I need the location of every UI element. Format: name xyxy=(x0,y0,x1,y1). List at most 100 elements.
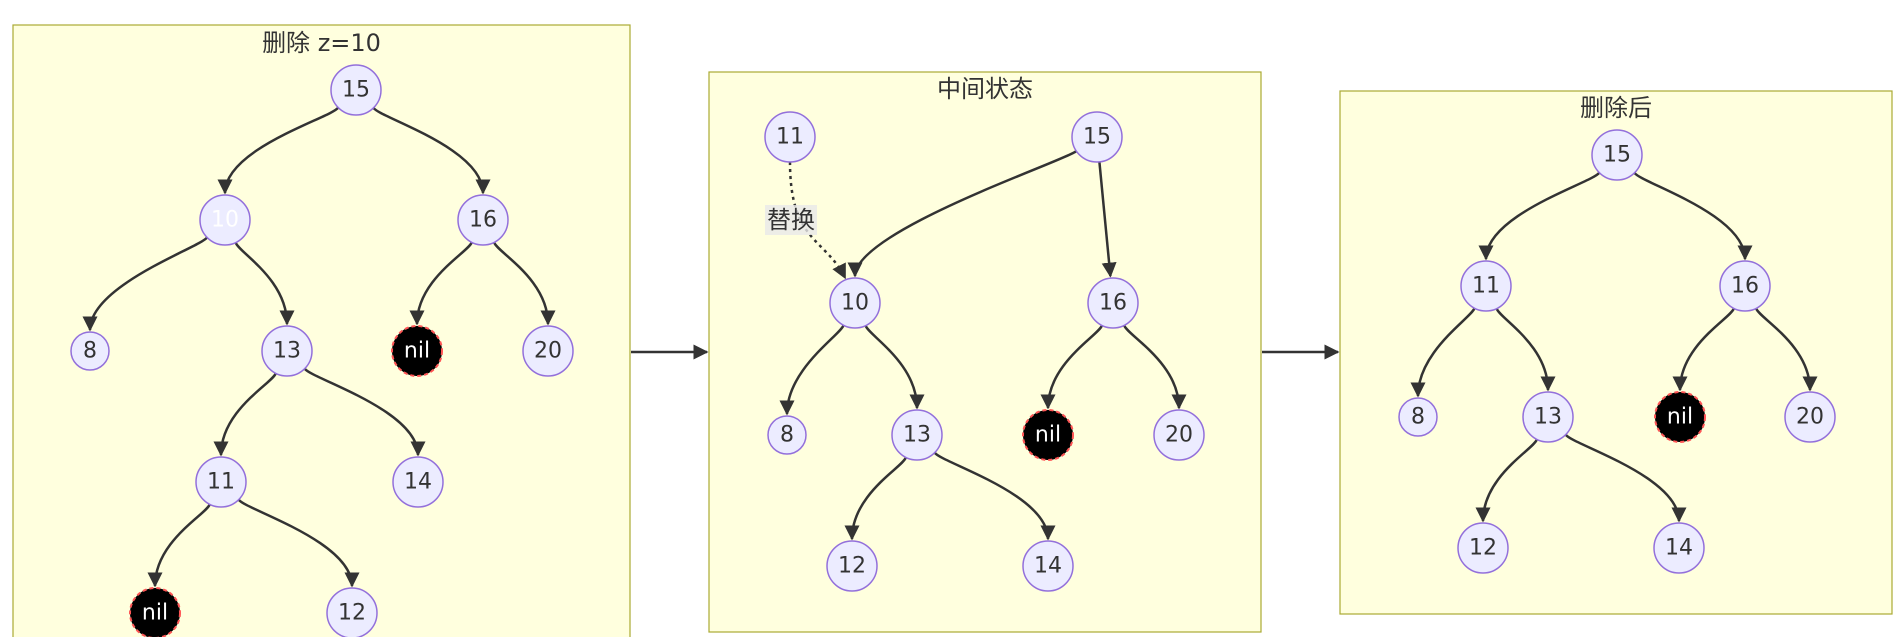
node-a8: 8 xyxy=(1398,397,1438,437)
node-m20: 20 xyxy=(1153,409,1205,461)
node-d11-circle xyxy=(195,456,247,508)
panel-after-title: 删除后 xyxy=(1580,94,1652,122)
edge-a13-a12 xyxy=(1475,438,1539,523)
edge-a16-anil xyxy=(1672,307,1736,392)
node-m20-label: 20 xyxy=(1165,423,1193,448)
node-m10-label: 10 xyxy=(841,291,869,316)
node-m11: 11 xyxy=(764,111,816,163)
node-d16-circle xyxy=(457,194,509,246)
node-d8-label: 8 xyxy=(83,339,97,364)
node-mnil: nil xyxy=(1022,409,1074,461)
node-d14-circle xyxy=(392,456,444,508)
node-d12: 12 xyxy=(326,587,378,637)
node-d11: 11 xyxy=(195,456,247,508)
node-d16-label: 16 xyxy=(469,208,497,233)
node-a12: 12 xyxy=(1457,522,1509,574)
node-m16: 16 xyxy=(1087,277,1139,329)
node-m16-label: 16 xyxy=(1099,291,1127,316)
node-a20-circle xyxy=(1784,391,1836,443)
node-mnil-label: nil xyxy=(1035,423,1061,448)
node-m8-label: 8 xyxy=(780,423,794,448)
edge-d16-dnil1 xyxy=(409,241,473,326)
edge-label-m11-m10: 替换 xyxy=(765,205,817,235)
edge-d13-d11 xyxy=(213,372,277,457)
edge-a11-a8 xyxy=(1410,307,1476,398)
node-m14: 14 xyxy=(1022,540,1074,592)
panel-middle: 中间状态 xyxy=(708,71,1262,633)
node-d14-label: 14 xyxy=(404,470,432,495)
node-d20-label: 20 xyxy=(534,339,562,364)
node-m10-circle xyxy=(829,277,881,329)
node-a13-label: 13 xyxy=(1534,405,1562,430)
node-d8: 8 xyxy=(70,331,110,371)
edge-a11-a13 xyxy=(1495,307,1556,392)
node-m15-label: 15 xyxy=(1083,125,1111,150)
edge-m15-m16 xyxy=(1098,161,1117,278)
node-anil-circle xyxy=(1654,391,1706,443)
node-d10-label: 10 xyxy=(211,208,239,233)
edge-m15-m10 xyxy=(847,150,1078,278)
edge-d13-d14 xyxy=(303,367,426,457)
edge-a13-a14 xyxy=(1564,433,1687,523)
node-m13-label: 13 xyxy=(903,423,931,448)
panel-delete-frame xyxy=(12,24,631,637)
edge-m16-mnil xyxy=(1040,324,1104,410)
edge-m13-m12 xyxy=(844,456,908,541)
node-dnil2-circle xyxy=(129,587,181,637)
edge-m10-m8 xyxy=(779,324,845,416)
node-a12-label: 12 xyxy=(1469,536,1497,561)
node-d11-label: 11 xyxy=(207,470,235,495)
node-a11: 11 xyxy=(1460,260,1512,312)
node-m16-circle xyxy=(1087,277,1139,329)
node-a12-circle xyxy=(1457,522,1509,574)
node-m15: 15 xyxy=(1071,111,1123,163)
node-d15: 15 xyxy=(330,64,382,116)
node-a8-label: 8 xyxy=(1411,405,1425,430)
edge-d10-d8 xyxy=(82,236,209,332)
node-m13-circle xyxy=(891,409,943,461)
node-m11-label: 11 xyxy=(776,125,804,150)
node-a20-label: 20 xyxy=(1796,405,1824,430)
edge-label-text: 替换 xyxy=(767,206,815,234)
node-m11-circle xyxy=(764,111,816,163)
node-d20: 20 xyxy=(522,325,574,377)
node-m12: 12 xyxy=(826,540,878,592)
edge-a15-a11 xyxy=(1478,171,1601,261)
panel-middle-frame xyxy=(708,71,1262,633)
edge-d11-d12 xyxy=(237,498,360,588)
node-a16: 16 xyxy=(1719,260,1771,312)
edge-m13-m14 xyxy=(933,451,1056,541)
node-m14-label: 14 xyxy=(1034,554,1062,579)
node-anil: nil xyxy=(1654,391,1706,443)
edge-d15-d10 xyxy=(217,106,340,195)
node-d15-circle xyxy=(330,64,382,116)
node-dnil1-circle xyxy=(391,325,443,377)
edge-m10-m13 xyxy=(864,325,925,410)
edge-label-background xyxy=(765,205,817,235)
node-a16-label: 16 xyxy=(1731,274,1759,299)
node-a20: 20 xyxy=(1784,391,1836,443)
node-dnil2: nil xyxy=(129,587,181,637)
node-a16-circle xyxy=(1719,260,1771,312)
node-mnil-circle xyxy=(1022,409,1074,461)
node-d16: 16 xyxy=(457,194,509,246)
node-d8-circle xyxy=(70,331,110,371)
node-d13-circle xyxy=(261,325,313,377)
node-a11-circle xyxy=(1460,260,1512,312)
node-m15-circle xyxy=(1071,111,1123,163)
node-m20-circle xyxy=(1153,409,1205,461)
node-a8-circle xyxy=(1398,397,1438,437)
node-dnil2-label: nil xyxy=(142,601,168,626)
node-a14-circle xyxy=(1653,522,1705,574)
node-a13-circle xyxy=(1522,391,1574,443)
node-a14: 14 xyxy=(1653,522,1705,574)
node-d13: 13 xyxy=(261,325,313,377)
node-m14-circle xyxy=(1022,540,1074,592)
edge-m16-m20 xyxy=(1122,324,1187,410)
node-a15-label: 15 xyxy=(1603,143,1631,168)
panel-middle-title: 中间状态 xyxy=(937,75,1033,103)
node-d13-label: 13 xyxy=(273,339,301,364)
node-d12-label: 12 xyxy=(338,601,366,626)
edge-a15-a16 xyxy=(1633,171,1753,261)
node-d14: 14 xyxy=(392,456,444,508)
